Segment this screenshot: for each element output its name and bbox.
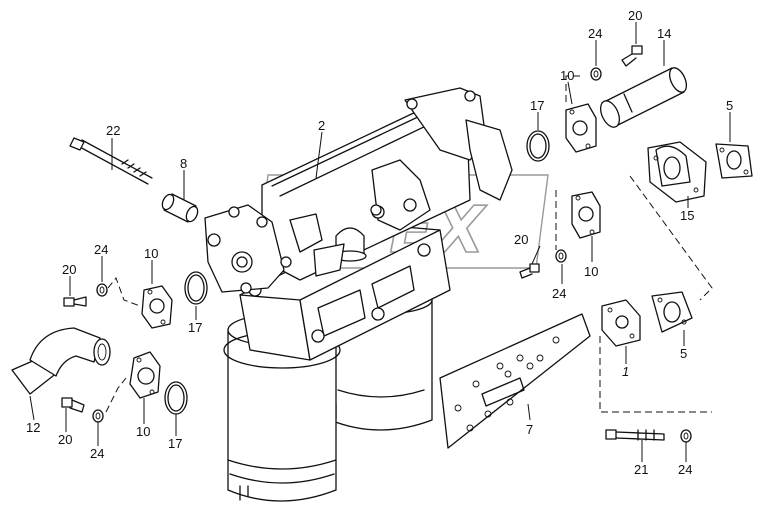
leader-lines	[29, 22, 731, 462]
callout-22: 22	[106, 123, 120, 138]
callout-5-topright: 5	[726, 98, 733, 113]
callout-24-bottomright: 24	[678, 462, 692, 477]
gasket-10-left	[141, 285, 173, 329]
callout-10-bottom: 10	[136, 424, 150, 439]
washer-24-bottom	[92, 409, 104, 423]
callout-2: 2	[318, 118, 325, 133]
callout-10-midright: 10	[584, 264, 598, 279]
gasket-10-topright	[565, 103, 597, 153]
callout-15: 15	[680, 208, 694, 223]
callouts: 20 24 14 10 17 5 15 22 2 8 20 10 24 24 1…	[26, 8, 733, 477]
callout-20-bottom: 20	[58, 432, 72, 447]
callout-10-topright: 10	[560, 68, 574, 83]
callout-21: 21	[634, 462, 648, 477]
bolt-21	[605, 429, 665, 441]
callout-10-left: 10	[144, 246, 158, 261]
callout-24-bottom: 24	[90, 446, 104, 461]
gasket-5-right	[651, 291, 693, 333]
callout-24-midright: 24	[552, 286, 566, 301]
callout-12: 12	[26, 420, 40, 435]
oring-17-topright	[526, 130, 550, 162]
bolt-20-midright	[519, 263, 540, 279]
oring-17-left	[184, 271, 208, 305]
callout-17-bottom: 17	[168, 436, 182, 451]
callout-20-top: 20	[628, 8, 642, 23]
bolt-20-left	[63, 296, 87, 307]
callout-17-topright: 17	[530, 98, 544, 113]
callout-7: 7	[526, 422, 533, 437]
washer-24-top	[590, 67, 602, 81]
gasket-10-bottom	[129, 351, 161, 399]
bolt-22	[69, 137, 153, 185]
callout-20-left: 20	[62, 262, 76, 277]
callout-24-left: 24	[94, 242, 108, 257]
sleeve-8	[161, 193, 199, 223]
gasket-10-midright	[571, 191, 601, 239]
callout-24-top: 24	[588, 26, 602, 41]
elbow-pipe-12	[11, 327, 111, 395]
callout-14: 14	[657, 26, 671, 41]
callout-17-left: 17	[188, 320, 202, 335]
flange-1	[601, 299, 641, 347]
oring-17-bottom	[164, 381, 188, 415]
bolt-20-top	[621, 45, 643, 67]
gasket-5-topright	[715, 143, 753, 179]
callout-1: 1	[622, 364, 629, 379]
assembly-lines	[105, 75, 713, 413]
washer-24-bottomright	[680, 429, 692, 443]
filter-housing	[204, 87, 513, 361]
bolt-20-bottom	[61, 397, 85, 413]
callout-8: 8	[180, 156, 187, 171]
callout-5-right: 5	[680, 346, 687, 361]
pipe-14	[599, 67, 688, 128]
callout-20-midright: 20	[514, 232, 528, 247]
flange-15	[647, 141, 707, 203]
washer-24-midright	[555, 249, 567, 263]
gasket-7	[439, 313, 591, 449]
washer-24-left	[96, 283, 108, 297]
